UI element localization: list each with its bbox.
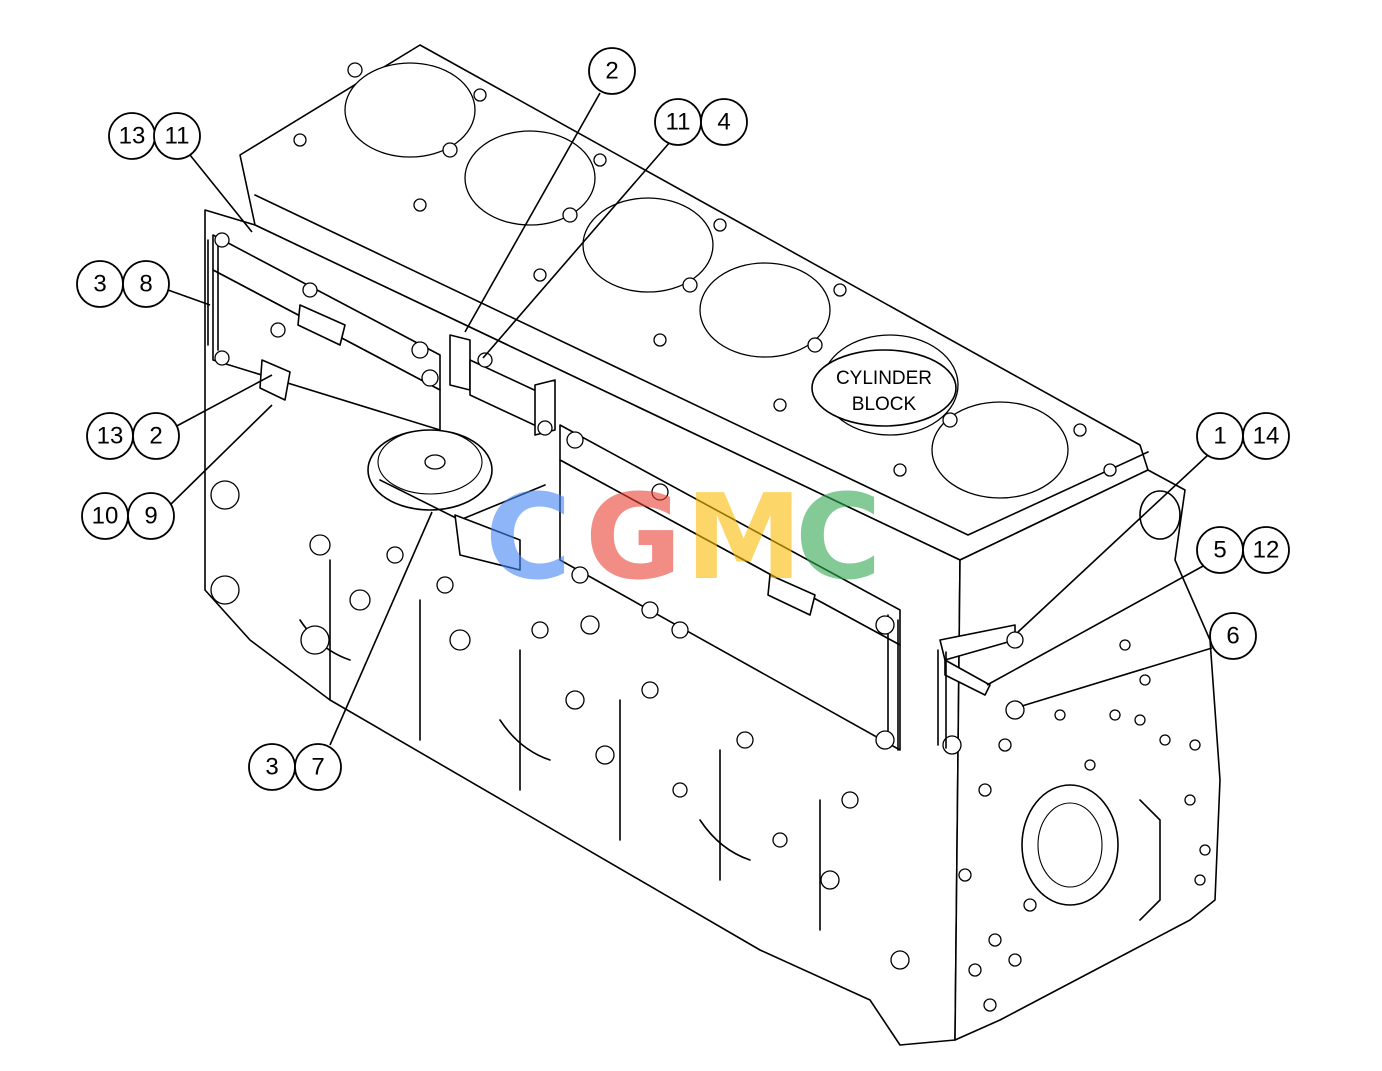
svg-text:1: 1	[1213, 423, 1226, 450]
svg-text:3: 3	[265, 754, 278, 781]
svg-text:2: 2	[605, 58, 618, 85]
block-label-line2: BLOCK	[852, 394, 917, 415]
watermark-letter-m: M	[685, 468, 802, 606]
block-label-line1: CYLINDER	[836, 368, 932, 389]
svg-text:13: 13	[119, 123, 146, 150]
svg-text:11: 11	[666, 109, 691, 136]
svg-text:4: 4	[717, 109, 730, 136]
callout-14: 14	[1242, 412, 1290, 460]
callout-10: 10	[81, 492, 129, 540]
callout-11: 11	[153, 112, 201, 160]
callout-8: 8	[122, 260, 170, 308]
brackets-and-bolts	[449, 334, 1025, 755]
oil-filter-base	[367, 429, 546, 571]
callout-9: 9	[127, 492, 175, 540]
callout-11: 11	[654, 98, 702, 146]
callouts: 13 11 3 8 13 2 10 9	[76, 47, 1290, 791]
callout-3: 3	[248, 743, 296, 791]
svg-text:8: 8	[139, 271, 152, 298]
callout-1: 1	[1196, 412, 1244, 460]
svg-text:3: 3	[93, 271, 106, 298]
callout-3: 3	[76, 260, 124, 308]
callout-13: 13	[108, 112, 156, 160]
svg-text:2: 2	[149, 423, 162, 450]
svg-text:9: 9	[144, 503, 157, 530]
callout-2: 2	[588, 47, 636, 95]
watermark-letter-c1: C	[485, 468, 572, 606]
svg-text:12: 12	[1253, 537, 1280, 564]
callout-7: 7	[294, 743, 342, 791]
callout-5: 5	[1196, 526, 1244, 574]
leader-lines	[167, 92, 1213, 746]
callout-12: 12	[1242, 526, 1290, 574]
callout-4: 4	[700, 98, 748, 146]
cylinder-block-label: CYLINDER BLOCK	[811, 349, 957, 427]
callout-2: 2	[132, 412, 180, 460]
svg-text:5: 5	[1213, 537, 1226, 564]
watermark-letter-g: G	[585, 468, 682, 606]
svg-text:13: 13	[97, 423, 124, 450]
callout-6: 6	[1209, 612, 1257, 660]
svg-text:6: 6	[1226, 623, 1239, 650]
callout-13: 13	[86, 412, 134, 460]
middle-cover-plate	[559, 424, 901, 751]
watermark: C G M C	[485, 468, 882, 606]
watermark-letter-c2: C	[795, 468, 882, 606]
svg-text:11: 11	[165, 123, 190, 150]
svg-text:10: 10	[92, 503, 119, 530]
svg-text:14: 14	[1253, 423, 1280, 450]
svg-text:7: 7	[311, 754, 324, 781]
